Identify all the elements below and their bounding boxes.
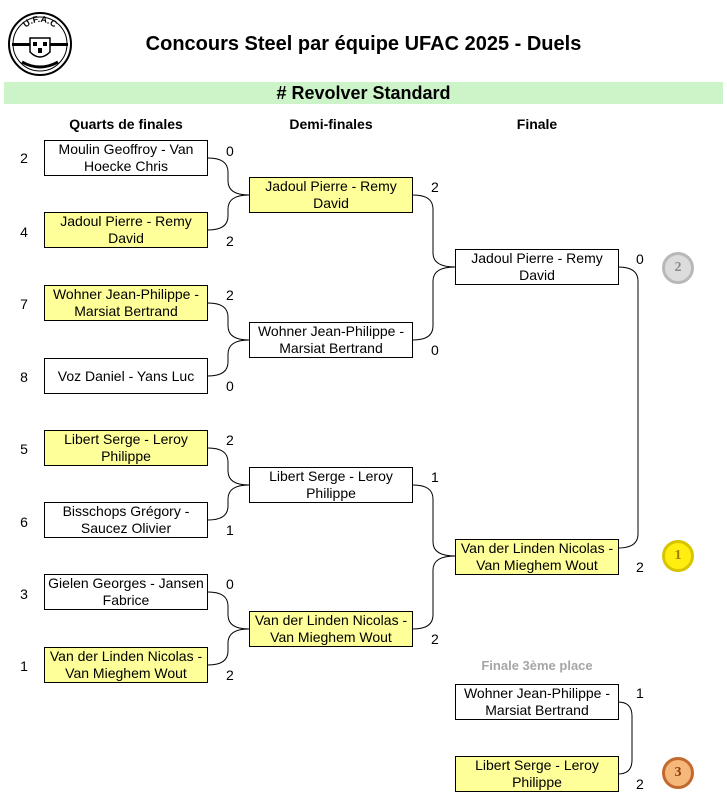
header-quarts: Quarts de finales [69,116,183,132]
header-demi: Demi-finales [289,116,373,132]
team-box-winner[interactable]: Libert Serge - Leroy Philippe [44,430,208,466]
score: 2 [226,432,234,448]
team-box[interactable]: Voz Daniel - Yans Luc [44,358,208,394]
page-title: Concours Steel par équipe UFAC 2025 - Du… [145,33,582,55]
score: 2 [226,233,234,249]
score: 2 [636,776,644,792]
seed: 5 [20,441,28,457]
team-box[interactable]: Moulin Geoffroy - Van Hoecke Chris [44,140,208,176]
team-box-winner[interactable]: Van der Linden Nicolas - Van Mieghem Wou… [455,539,619,575]
seed: 7 [20,296,28,312]
team-box-winner[interactable]: Van der Linden Nicolas - Van Mieghem Wou… [249,611,413,647]
team-box-winner[interactable]: Jadoul Pierre - Remy David [249,177,413,213]
score: 1 [636,685,644,701]
score: 2 [226,287,234,303]
seed: 3 [20,586,28,602]
seed: 6 [20,514,28,530]
seed: 4 [20,224,28,240]
score: 2 [431,179,439,195]
seed: 1 [20,658,28,674]
team-box-winner[interactable]: Jadoul Pierre - Remy David [44,212,208,248]
team-box[interactable]: Wohner Jean-Philippe - Marsiat Bertrand [455,684,619,720]
logo-text: U.F.A.C [21,14,60,30]
score: 2 [431,631,439,647]
score: 1 [431,469,439,485]
ufac-logo: U.F.A.C [8,12,72,76]
section-banner: # Revolver Standard [4,82,723,104]
seed: 8 [20,369,28,385]
team-box-winner[interactable]: Van der Linden Nicolas - Van Mieghem Wou… [44,647,208,683]
score: 0 [226,143,234,159]
score: 0 [226,576,234,592]
seed: 2 [20,150,28,166]
team-box[interactable]: Jadoul Pierre - Remy David [455,249,619,285]
team-box[interactable]: Bisschops Grégory - Saucez Olivier [44,502,208,538]
score: 1 [226,522,234,538]
bronze-medal-icon: 3 [662,757,694,789]
score: 0 [636,251,644,267]
score: 0 [431,342,439,358]
score: 0 [226,378,234,394]
team-box[interactable]: Wohner Jean-Philippe - Marsiat Bertrand [249,322,413,358]
team-box-winner[interactable]: Wohner Jean-Philippe - Marsiat Bertrand [44,285,208,321]
score: 2 [226,667,234,683]
header-finale: Finale [516,116,558,132]
silver-medal-icon: 2 [662,252,694,284]
score: 2 [636,559,644,575]
team-box-winner[interactable]: Libert Serge - Leroy Philippe [455,756,619,792]
gold-medal-icon: 1 [662,540,694,572]
team-box[interactable]: Libert Serge - Leroy Philippe [249,467,413,503]
header-third-place: Finale 3ème place [481,658,593,673]
team-box[interactable]: Gielen Georges - Jansen Fabrice [44,574,208,610]
